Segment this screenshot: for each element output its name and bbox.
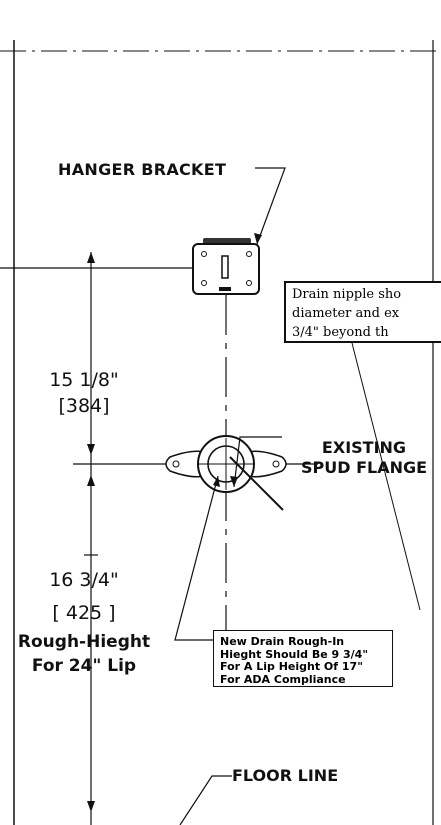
spud-leader-arrow	[230, 476, 238, 487]
spud-flange-shape	[165, 435, 287, 511]
rough-height-label: Rough-Hieght For 24" Lip	[14, 630, 154, 678]
floor-leader	[179, 775, 232, 825]
dim-arrow-bottom	[87, 801, 95, 812]
rough-height-line-1: Rough-Hieght	[17, 632, 151, 652]
hanger-leader	[255, 167, 286, 245]
spud-flange-label: SPUD FLANGE	[300, 458, 428, 477]
floor-line-label: FLOOR LINE	[232, 766, 339, 785]
upper-dimension: 15 1/8" [384]	[14, 367, 154, 419]
ada-leader-arrow	[213, 476, 220, 487]
dim-arrow-mid-lower	[87, 475, 95, 486]
note-reference-line	[351, 342, 421, 611]
drain-nipple-note: Drain nipple sho diameter and ex 3/4" be…	[284, 281, 441, 343]
lower-dimension-metric: [ 425 ]	[52, 602, 116, 624]
ada-note-line-4: For ADA Compliance	[220, 672, 346, 686]
dim-arrow-top	[87, 252, 95, 263]
lower-dimension-fraction: 16 3/4"	[49, 569, 119, 591]
drain-note-line-3: 3/4" beyond th	[292, 325, 389, 340]
dim-arrow-mid-upper	[87, 444, 95, 455]
upper-dimension-metric: [384]	[58, 395, 110, 417]
hanger-leader-arrow	[254, 233, 262, 244]
existing-spud-flange-label: EXISTING SPUD FLANGE	[274, 438, 441, 478]
drain-note-line-2: diameter and ex	[292, 306, 400, 321]
ada-note-line-1: New Drain Rough-In	[220, 635, 345, 648]
spud-leader	[233, 436, 282, 488]
rough-height-line-2: For 24" Lip	[31, 656, 137, 676]
drain-note-line-1: Drain nipple sho	[292, 287, 402, 302]
ada-note-line-2: Hieght Should Be 9 3/4"	[220, 647, 369, 661]
hanger-bracket-label: HANGER BRACKET	[58, 160, 227, 179]
upper-dimension-fraction: 15 1/8"	[49, 369, 119, 391]
ada-compliance-note: New Drain Rough-In Hieght Should Be 9 3/…	[213, 630, 393, 687]
existing-label: EXISTING	[321, 438, 407, 457]
ada-leader	[174, 475, 219, 641]
hanger-bracket-shape	[192, 238, 260, 295]
ada-note-line-3: For A Lip Height Of 17"	[220, 660, 363, 673]
